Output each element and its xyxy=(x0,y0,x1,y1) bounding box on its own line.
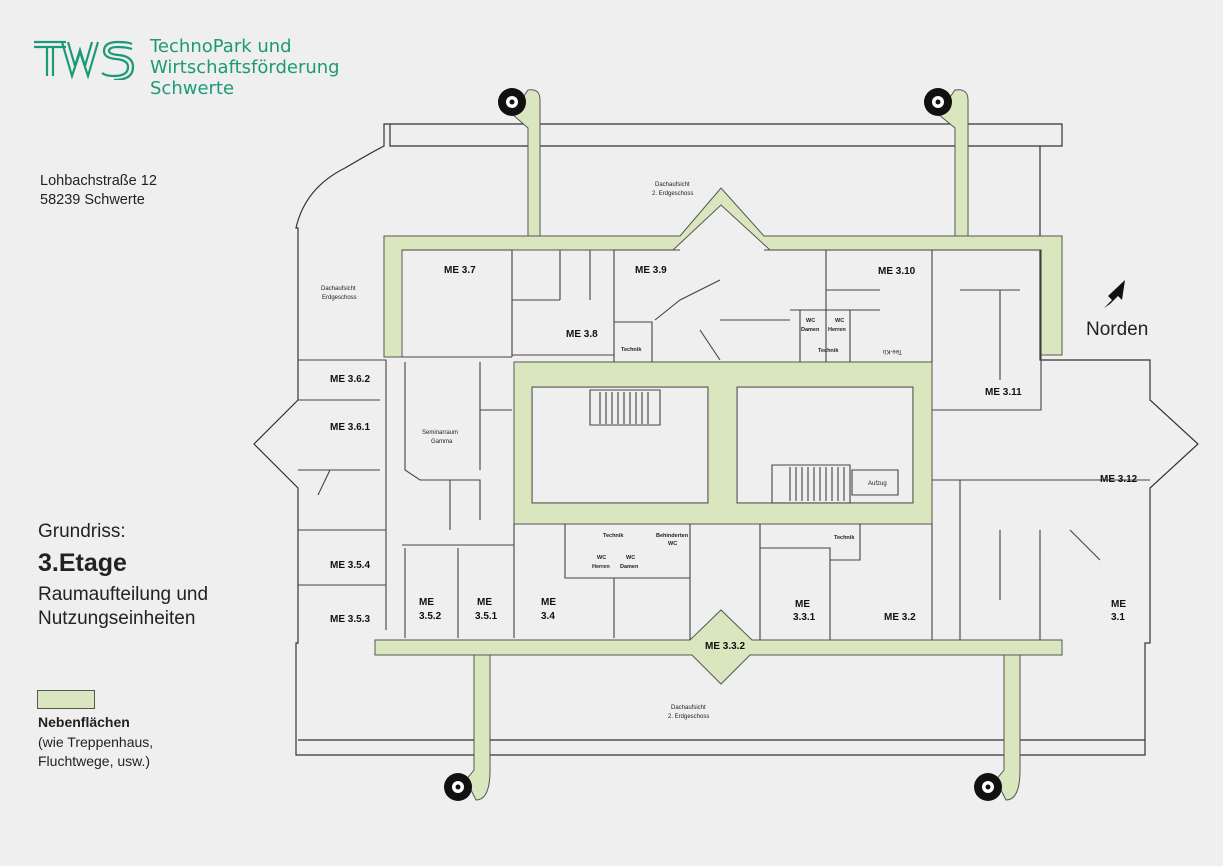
corridor-ring-bottom xyxy=(374,609,1063,685)
roof-left-label-1: Dachaufsicht xyxy=(321,286,356,292)
wc-damen-bottom-2: Damen xyxy=(620,564,639,570)
legend-title: Nebenflächen xyxy=(38,714,130,730)
wc-damen-top-2: Damen xyxy=(801,327,820,333)
north-arrow-icon xyxy=(1104,280,1125,308)
escape-route-nw xyxy=(511,89,541,237)
roof-top-label-2: 2. Erdgeschoss xyxy=(652,191,693,197)
floor-title: 3.Etage xyxy=(38,549,127,577)
wc-damen-top-1: WC xyxy=(806,318,815,324)
behinderten-wc-2: WC xyxy=(668,541,677,547)
room-me-3-1-a: ME xyxy=(1111,599,1126,610)
legend-swatch xyxy=(37,690,95,709)
roof-bottom-label-2: 2. Erdgeschoss xyxy=(668,714,709,720)
room-me-3-5-4: ME 3.5.4 xyxy=(330,560,370,571)
plan-description: Raumaufteilung und Nutzungseinheiten xyxy=(38,583,288,631)
room-me-3-6-2: ME 3.6.2 xyxy=(330,374,370,385)
room-me-3-5-2-a: ME xyxy=(419,597,434,608)
technik-label-4: Technik xyxy=(834,535,855,541)
room-me-3-5-1-a: ME xyxy=(477,597,492,608)
escape-route-se xyxy=(995,654,1021,801)
room-me-3-3-1-a: ME xyxy=(795,599,810,610)
wc-herren-top-1: WC xyxy=(835,318,844,324)
behinderten-wc-1: Behinderten xyxy=(656,533,689,539)
core-left xyxy=(531,386,709,504)
wc-damen-bottom-1: WC xyxy=(626,555,635,561)
room-me-3-4-b: 3.4 xyxy=(541,611,555,622)
plan-description-line-1: Raumaufteilung und xyxy=(38,584,209,605)
tws-logo xyxy=(34,40,135,80)
room-me-3-11: ME 3.11 xyxy=(985,387,1022,398)
building-outline xyxy=(253,123,1199,756)
legend-description-line-1: (wie Treppenhaus, xyxy=(38,734,154,750)
company-name: TechnoPark und Wirtschaftsförderung Schw… xyxy=(150,36,340,99)
room-me-3-3-1-b: 3.3.1 xyxy=(793,612,816,623)
roof-line-top xyxy=(389,124,1040,147)
room-me-3-9: ME 3.9 xyxy=(635,265,667,276)
address-street: Lohbachstraße 12 xyxy=(40,173,157,189)
room-me-3-5-2-b: 3.5.2 xyxy=(419,611,442,622)
roof-left-label-2: Erdgeschoss xyxy=(322,295,357,301)
room-me-3-12: ME 3.12 xyxy=(1100,474,1138,485)
company-name-line-2: Wirtschaftsförderung xyxy=(150,57,340,78)
room-me-3-7: ME 3.7 xyxy=(444,265,476,276)
room-me-3-8: ME 3.8 xyxy=(566,329,598,340)
room-me-3-3-2: ME 3.3.2 xyxy=(705,641,745,652)
company-name-line-3: Schwerte xyxy=(150,78,235,99)
address: Lohbachstraße 12 58239 Schwerte xyxy=(40,172,157,210)
room-me-3-4-a: ME xyxy=(541,597,556,608)
roof-top-label-1: Dachaufsicht xyxy=(655,182,690,188)
wc-herren-bottom-1: WC xyxy=(597,555,606,561)
seminar-label-1: Seminarraum xyxy=(422,430,458,436)
plan-description-line-2: Nutzungseinheiten xyxy=(38,608,196,629)
seminar-label-2: Gamma xyxy=(431,439,453,445)
aufzug-label: Aufzug xyxy=(868,481,887,487)
legend-description: (wie Treppenhaus, Fluchtwege, usw.) xyxy=(38,733,218,771)
escape-route-sw xyxy=(465,654,491,801)
room-me-3-6-1: ME 3.6.1 xyxy=(330,422,370,433)
address-city: 58239 Schwerte xyxy=(40,192,145,208)
legend-description-line-2: Fluchtwege, usw.) xyxy=(38,753,151,769)
room-me-3-5-1-b: 3.5.1 xyxy=(475,611,498,622)
plan-heading: Grundriss: xyxy=(38,521,126,542)
room-me-3-10: ME 3.10 xyxy=(878,266,916,277)
wc-herren-top-2: Herren xyxy=(828,327,846,333)
mirrored-label: Tee-Kü xyxy=(883,348,902,354)
corridor-core xyxy=(513,361,933,525)
company-name-line-1: TechnoPark und xyxy=(150,36,292,57)
technik-label-3: Technik xyxy=(603,533,624,539)
room-me-3-1-b: 3.1 xyxy=(1111,612,1125,623)
technik-label-2: Technik xyxy=(818,348,839,354)
room-me-3-5-3: ME 3.5.3 xyxy=(330,614,370,625)
roof-bottom-label-1: Dachaufsicht xyxy=(671,705,706,711)
technik-label-1: Technik xyxy=(621,347,642,353)
escape-route-ne xyxy=(937,89,969,237)
wc-herren-bottom-2: Herren xyxy=(592,564,610,570)
room-me-3-2: ME 3.2 xyxy=(884,612,916,623)
stair-towers xyxy=(444,88,1002,801)
north-label: Norden xyxy=(1086,319,1149,340)
